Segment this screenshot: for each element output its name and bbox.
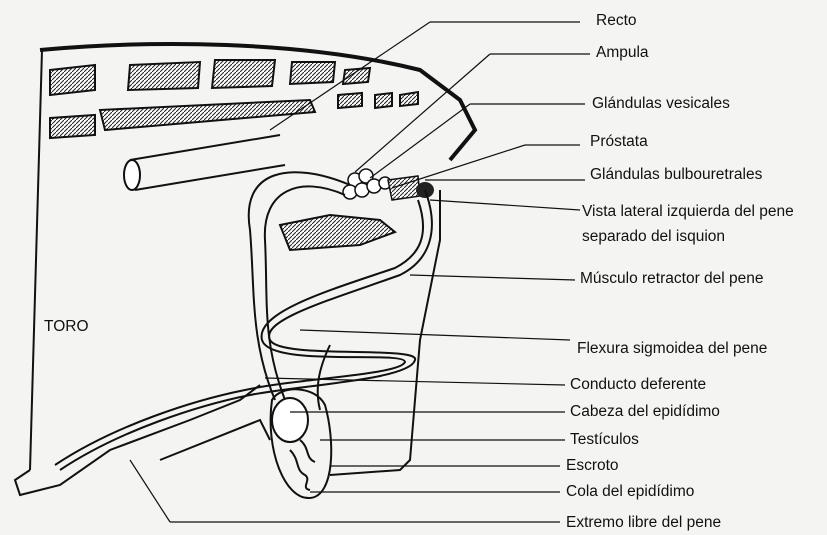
- label-ampula: Ampula: [596, 44, 649, 62]
- label-cola-epididimo: Cola del epidídimo: [566, 483, 694, 501]
- label-vista-lateral: Vista lateral izquierda del pene separad…: [582, 199, 827, 249]
- vertebrae: [50, 60, 418, 250]
- label-cabeza-epididimo: Cabeza del epidídimo: [570, 403, 720, 421]
- label-glandulas-bulbouretrales: Glándulas bulbouretrales: [590, 166, 762, 184]
- label-testiculos: Testículos: [570, 431, 639, 449]
- label-prostata: Próstata: [590, 133, 648, 151]
- rectum: [124, 135, 285, 190]
- label-glandulas-vesicales: Glándulas vesicales: [592, 95, 730, 113]
- label-extremo-libre: Extremo libre del pene: [566, 514, 721, 532]
- label-flexura-sigmoidea: Flexura sigmoidea del pene: [577, 340, 767, 358]
- label-conducto-deferente: Conducto deferente: [570, 376, 706, 394]
- label-recto: Recto: [596, 12, 637, 30]
- label-escroto: Escroto: [566, 457, 619, 475]
- accessory-glands: [343, 169, 434, 200]
- animal-label: TORO: [44, 318, 89, 336]
- label-musculo-retractor: Músculo retractor del pene: [580, 270, 764, 288]
- penis-and-ducts: [55, 172, 432, 470]
- testicle: [271, 389, 332, 498]
